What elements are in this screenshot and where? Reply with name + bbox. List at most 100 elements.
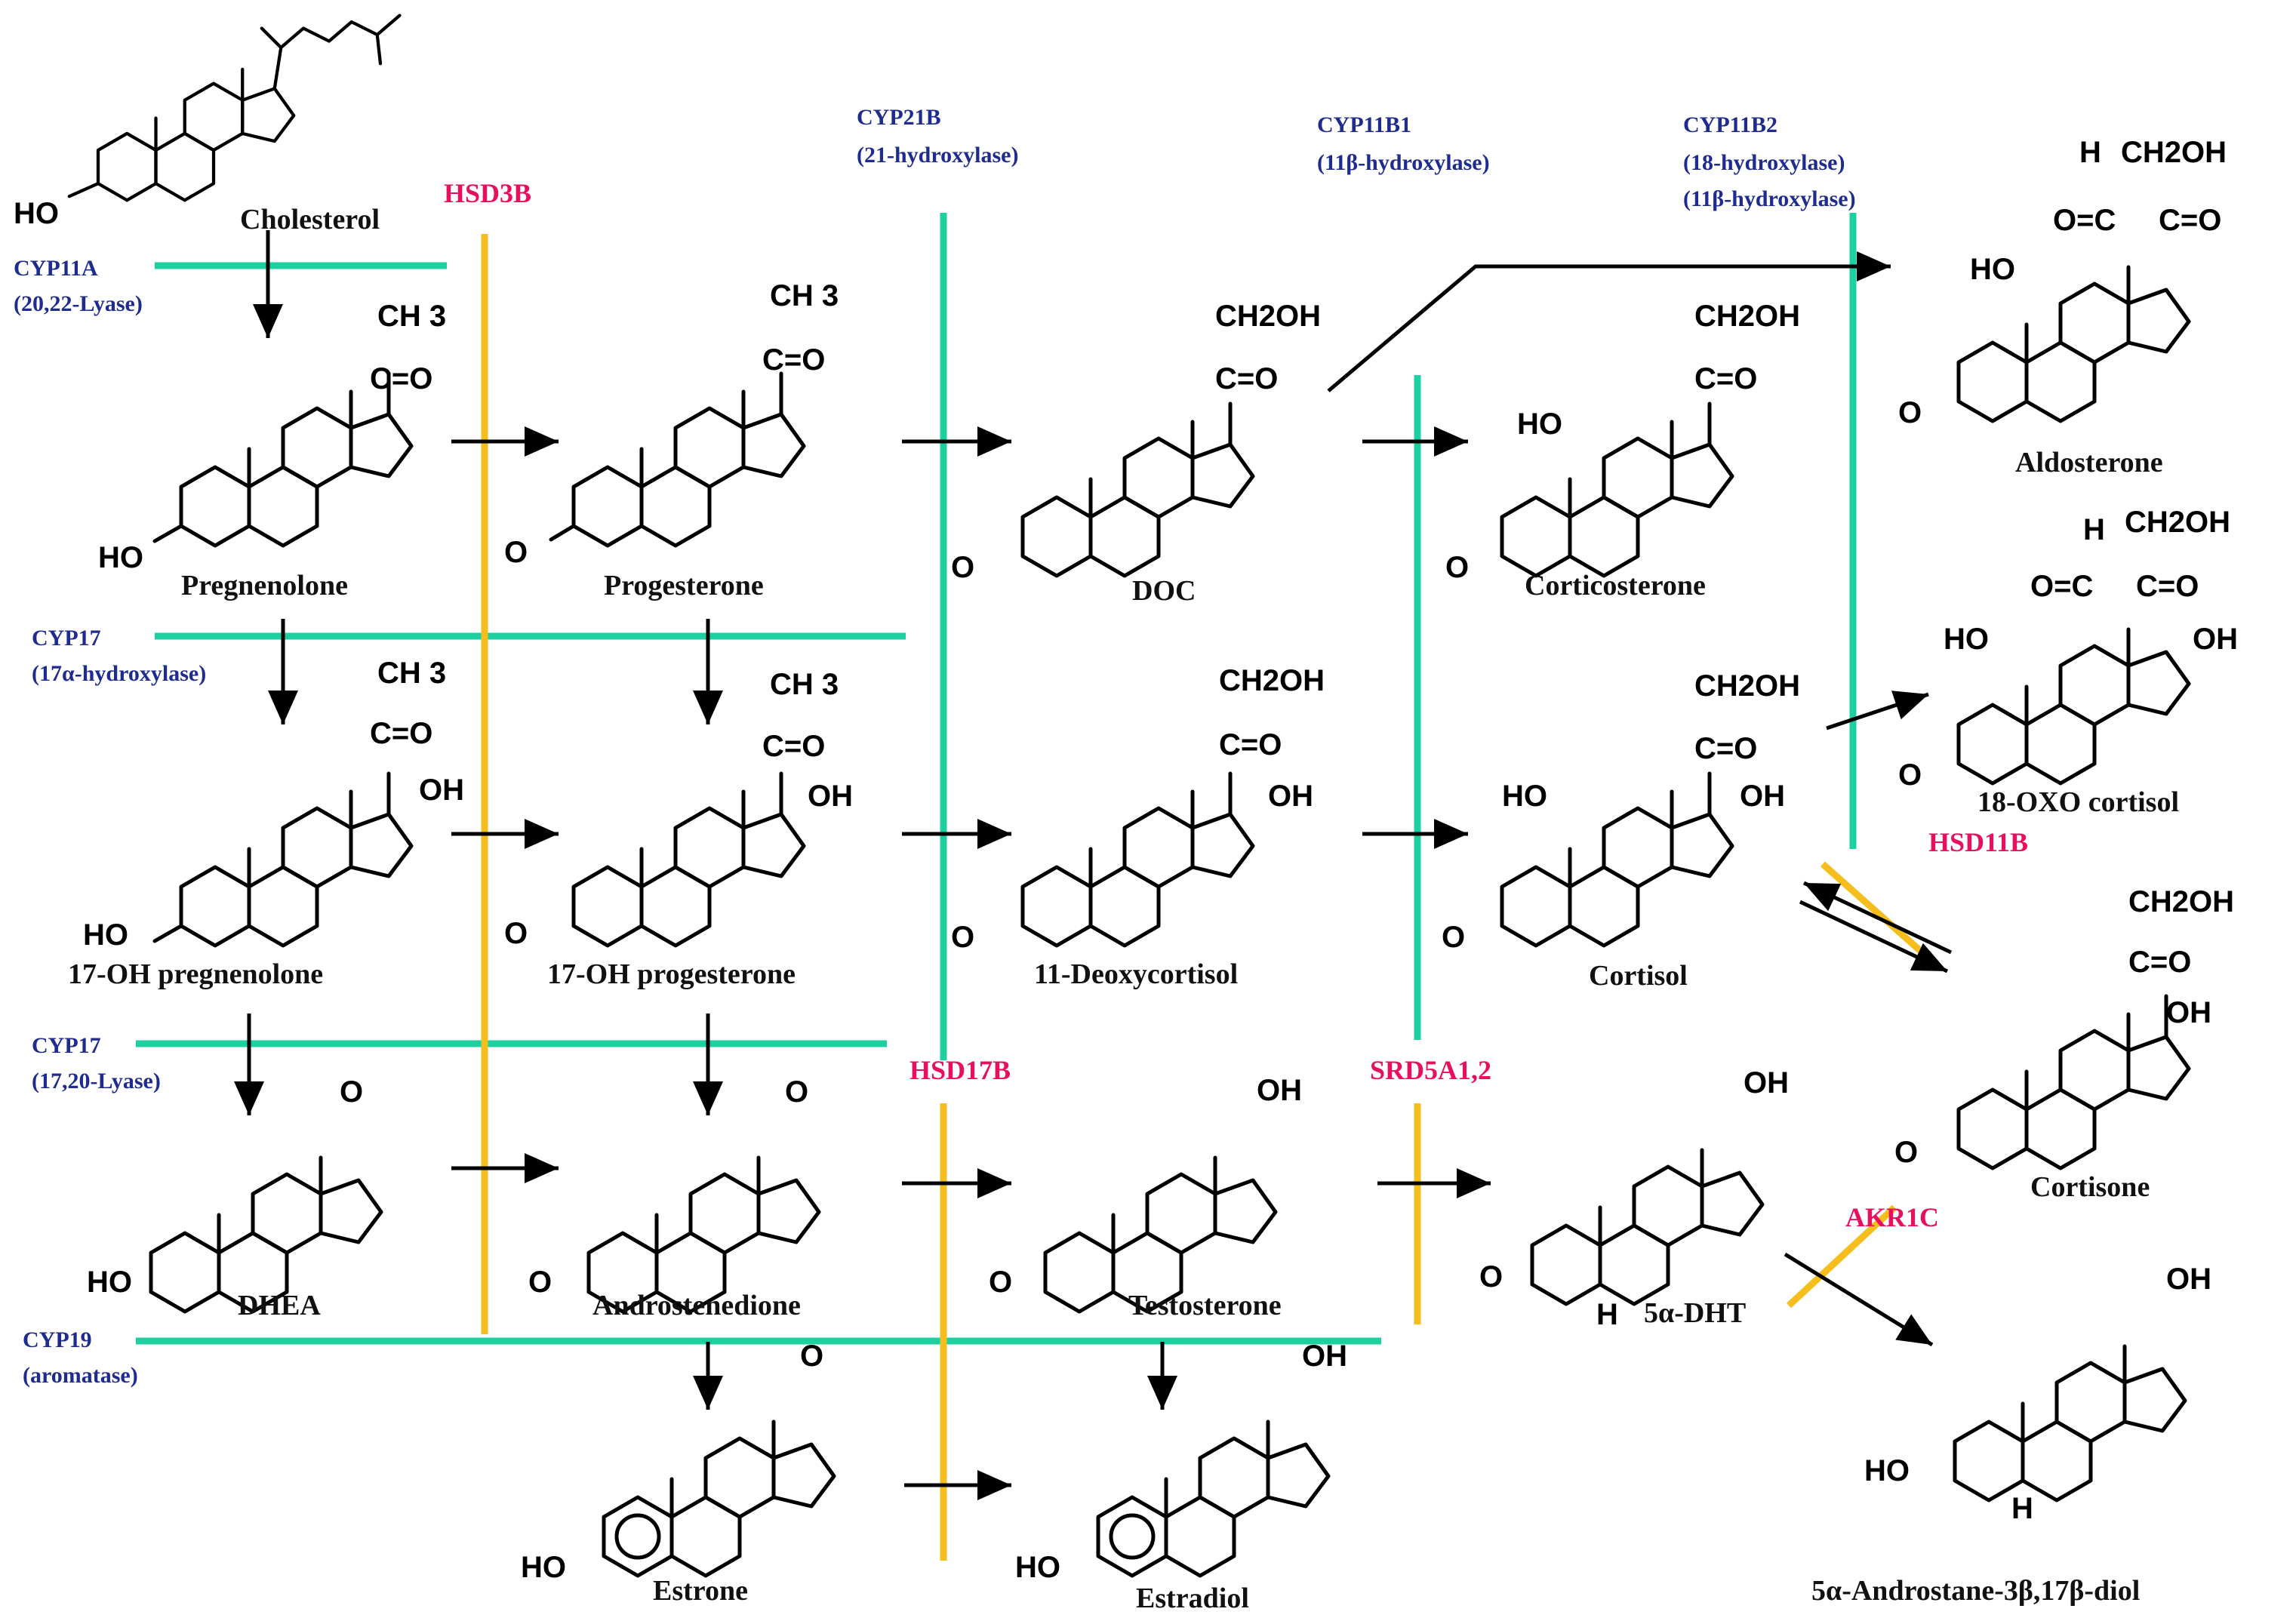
androstenedione-o: O bbox=[528, 1266, 552, 1299]
cholesterol-structure bbox=[67, 14, 402, 200]
pregnenolone-structure bbox=[152, 371, 411, 546]
cortisol-oh: OH bbox=[1740, 780, 1785, 813]
17oh-pregnenolone-structure bbox=[152, 771, 411, 946]
17ohprog-oh: OH bbox=[808, 780, 853, 813]
deoxycortisol-structure bbox=[1023, 771, 1253, 946]
srd5a-label: SRD5A1,2 bbox=[1370, 1055, 1491, 1085]
cyp19-sub: (aromatase) bbox=[23, 1363, 138, 1388]
aldosterone-h: H bbox=[2079, 136, 2101, 169]
reaction-arrows bbox=[234, 230, 1953, 1500]
17oh-pregnenolone-label: 17-OH pregnenolone bbox=[68, 958, 323, 990]
corticosterone-o: O bbox=[1445, 551, 1469, 584]
17ohprog-co: C=O bbox=[762, 730, 825, 763]
compound-labels: Cholesterol Pregnenolone Progesterone DO… bbox=[68, 204, 2179, 1614]
doc-structure bbox=[1023, 401, 1253, 576]
doc-co: C=O bbox=[1215, 362, 1278, 395]
cortisone-ch2oh: CH2OH bbox=[2128, 885, 2234, 918]
dht-o: O bbox=[1479, 1260, 1503, 1293]
corticosterone-co: C=O bbox=[1694, 362, 1757, 395]
cyp17-hydroxylase-label: CYP17 bbox=[32, 626, 101, 651]
dhea-label: DHEA bbox=[238, 1290, 321, 1321]
17ohpreg-ho: HO bbox=[83, 918, 128, 952]
17oh-progesterone-label: 17-OH progesterone bbox=[547, 958, 796, 990]
18oxo-h: H bbox=[2083, 513, 2105, 546]
cyp17-lyase-label: CYP17 bbox=[32, 1033, 101, 1058]
deoxycortisol-co: C=O bbox=[1219, 728, 1282, 761]
deoxycortisol-oh: OH bbox=[1268, 780, 1313, 813]
cyp11b2-label: CYP11B2 bbox=[1683, 112, 1777, 137]
arrow-cortisone-cortisol bbox=[1802, 881, 1953, 955]
androstanediol-structure bbox=[1955, 1346, 2185, 1500]
androstenedione-top-o: O bbox=[785, 1075, 808, 1109]
progesterone-ch3: CH 3 bbox=[770, 279, 839, 312]
enzyme-labels: CYP11A (20,22-Lyase) CYP17 (17α-hydroxyl… bbox=[14, 105, 2028, 1388]
cyp19-label: CYP19 bbox=[23, 1327, 92, 1352]
testosterone-label: Testosterone bbox=[1128, 1290, 1282, 1321]
18oxo-ch2oh: CH2OH bbox=[2125, 506, 2230, 539]
corticosterone-ch2oh: CH2OH bbox=[1694, 300, 1800, 333]
androstanediol-h: H bbox=[2011, 1492, 2033, 1525]
deoxycortisol-ch2oh: CH2OH bbox=[1219, 664, 1325, 697]
18oxo-cortisol-label: 18-OXO cortisol bbox=[1977, 786, 2179, 818]
arrow-doc-aldosterone bbox=[1327, 251, 1891, 392]
cyp21b-sub: (21-hydroxylase) bbox=[857, 143, 1018, 168]
hsd17b-label: HSD17B bbox=[909, 1055, 1011, 1085]
corticosterone-label: Corticosterone bbox=[1525, 570, 1706, 601]
18oxo-oc: O=C bbox=[2030, 570, 2093, 603]
dht-label: 5α-DHT bbox=[1644, 1297, 1746, 1329]
androstenedione-label: Androstenedione bbox=[592, 1290, 801, 1321]
androstanediol-ho: HO bbox=[1864, 1454, 1910, 1487]
18oxo-ho: HO bbox=[1944, 623, 1989, 656]
aldosterone-label: Aldosterone bbox=[2015, 447, 2163, 478]
estradiol-oh: OH bbox=[1302, 1340, 1347, 1373]
pregnenolone-ch3: CH 3 bbox=[377, 300, 446, 333]
androstanediol-oh: OH bbox=[2166, 1263, 2211, 1296]
dht-h: H bbox=[1596, 1298, 1618, 1331]
cyp17-hydroxylase-sub: (17α-hydroxylase) bbox=[32, 661, 206, 686]
arrow-cortisol-18oxo bbox=[1826, 691, 1929, 731]
aldosterone-ho: HO bbox=[1970, 253, 2015, 286]
dhea-o: O bbox=[340, 1075, 363, 1109]
progesterone-label: Progesterone bbox=[604, 570, 764, 601]
estradiol-structure bbox=[1098, 1422, 1328, 1576]
akr1c-bar bbox=[1786, 1204, 1897, 1309]
17ohpreg-co: C=O bbox=[370, 717, 432, 750]
estrone-label: Estrone bbox=[653, 1575, 748, 1607]
cholesterol-label: Cholesterol bbox=[240, 204, 380, 235]
aldosterone-structure bbox=[1959, 267, 2189, 421]
testosterone-structure bbox=[1045, 1158, 1276, 1312]
cholesterol-ho: HO bbox=[14, 197, 59, 230]
hsd3b-label: HSD3B bbox=[444, 178, 531, 208]
estrone-ho: HO bbox=[521, 1551, 566, 1584]
arrow-cortisol-cortisone bbox=[1799, 900, 1949, 974]
18oxo-cortisol-structure bbox=[1959, 629, 2189, 783]
cortisol-ho: HO bbox=[1502, 780, 1547, 813]
pregnenolone-co: C=O bbox=[370, 362, 432, 395]
cyp11b2-sub: (18-hydroxylase) bbox=[1683, 150, 1845, 175]
doc-ch2oh: CH2OH bbox=[1215, 300, 1321, 333]
17ohprog-o: O bbox=[504, 917, 528, 950]
cyp11a-sub: (20,22-Lyase) bbox=[14, 291, 143, 316]
estradiol-ho: HO bbox=[1015, 1551, 1060, 1584]
estrone-o: O bbox=[800, 1340, 823, 1373]
cortisone-structure bbox=[1959, 994, 2189, 1168]
17oh-progesterone-structure bbox=[574, 771, 804, 946]
hsd11b-bar bbox=[1820, 861, 1927, 958]
17ohpreg-ch3: CH 3 bbox=[377, 657, 446, 690]
pregnenolone-label: Pregnenolone bbox=[181, 570, 348, 601]
cyp11b2-sub2: (11β-hydroxylase) bbox=[1683, 186, 1856, 211]
progesterone-structure bbox=[549, 371, 804, 546]
cyp11b1-sub: (11β-hydroxylase) bbox=[1317, 150, 1490, 175]
akr1c-label: AKR1C bbox=[1845, 1202, 1939, 1232]
testosterone-o: O bbox=[989, 1266, 1012, 1299]
structures: HO CH 3 C=O HO CH 3 C=O O CH2OH C=O O bbox=[14, 14, 2238, 1584]
cortisol-o: O bbox=[1442, 921, 1465, 954]
estrone-structure bbox=[604, 1422, 834, 1576]
corticosterone-structure bbox=[1502, 401, 1732, 576]
deoxycortisol-o: O bbox=[951, 921, 974, 954]
dht-oh: OH bbox=[1744, 1066, 1789, 1100]
estradiol-label: Estradiol bbox=[1136, 1583, 1249, 1614]
cyp21b-label: CYP21B bbox=[857, 105, 941, 130]
aldosterone-ch2oh: CH2OH bbox=[2121, 136, 2227, 169]
progesterone-o: O bbox=[504, 536, 528, 569]
